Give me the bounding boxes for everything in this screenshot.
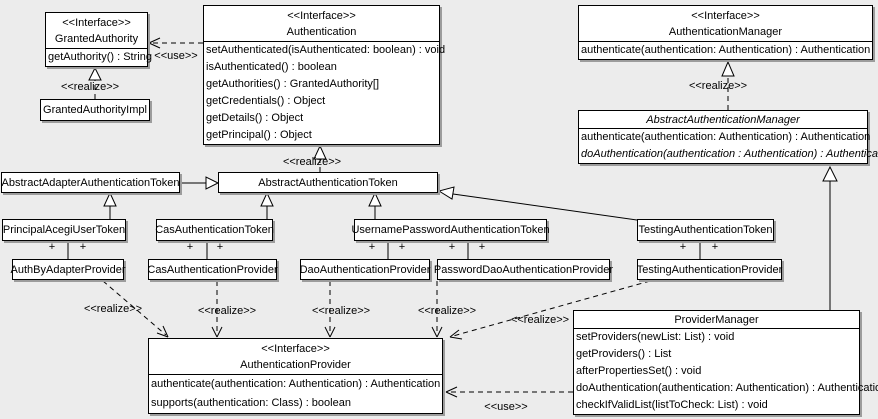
- edge-generalization-providermanager-to-abstractmanager: [822, 165, 838, 310]
- association-plus: +: [478, 241, 486, 253]
- edge-label-realize: <<realize>>: [417, 305, 477, 317]
- class-name: Authentication: [286, 26, 357, 38]
- class-password-dao-authentication-provider[interactable]: PasswordDaoAuthenticationProvider: [433, 259, 614, 280]
- compartment-separator: [149, 374, 442, 375]
- class-name: AbstractAuthenticationToken: [258, 176, 398, 189]
- class-title: <<Interface>> GrantedAuthority: [46, 13, 147, 48]
- edge-label-realize: <<realize>>: [60, 81, 120, 93]
- compartment-separator: [204, 41, 439, 42]
- method-row: doAuthentication(authentication: Authent…: [576, 382, 878, 394]
- class-title: AbstractAuthenticationManager: [579, 111, 867, 128]
- association-plus: +: [448, 241, 456, 253]
- association-plus: +: [216, 241, 224, 253]
- class-granted-authority-impl[interactable]: GrantedAuthorityImpl: [40, 99, 150, 121]
- class-name: GrantedAuthorityImpl: [43, 104, 147, 116]
- edge-generalization-adapter-to-abstract-token: [180, 176, 220, 190]
- class-principal-acegi-user-token[interactable]: PrincipalAcegiUserToken: [2, 219, 126, 241]
- edge-use-providermanager-to-authenticationprovider: [445, 386, 573, 398]
- edge-label-use: <<use>>: [154, 50, 198, 62]
- association-plus: +: [186, 241, 194, 253]
- compartment-separator: [574, 328, 859, 329]
- method-row: authenticate(authentication: Authenticat…: [151, 378, 441, 390]
- compartment-separator: [579, 128, 867, 129]
- association-plus: +: [48, 241, 56, 253]
- class-granted-authority[interactable]: <<Interface>> GrantedAuthority getAuthor…: [45, 12, 152, 67]
- class-name: UsernamePasswordAuthenticationToken: [351, 224, 550, 236]
- edge-use-authentication-to-grantedauthority: [148, 37, 203, 49]
- compartment-separator: [46, 48, 147, 49]
- class-name: GrantedAuthority: [54, 33, 139, 45]
- edge-generalization-usernamepassword-to-abstract-token: [368, 191, 382, 219]
- association-plus: +: [679, 241, 687, 253]
- class-name: ProviderManager: [674, 314, 759, 326]
- edge-label-realize: <<realize>>: [83, 303, 143, 315]
- method-row: getPrincipal() : Object: [206, 129, 312, 141]
- method-row: authenticate(authentication: Authenticat…: [581, 131, 871, 143]
- association-plus: +: [711, 241, 719, 253]
- class-authentication[interactable]: <<Interface>> Authentication setAuthenti…: [203, 5, 446, 145]
- edge-label-realize: <<realize>>: [282, 156, 342, 168]
- class-testing-authentication-token[interactable]: TestingAuthenticationToken: [637, 219, 774, 241]
- class-abstract-authentication-token[interactable]: AbstractAuthenticationToken: [218, 172, 438, 193]
- class-name: CasAuthenticationToken: [155, 224, 274, 236]
- association-plus: +: [368, 241, 376, 253]
- method-row: getProviders() : List: [576, 348, 672, 360]
- method-row: setAuthenticated(isAuthenticated: boolea…: [206, 44, 446, 56]
- association-plus: +: [398, 241, 406, 253]
- class-dao-authentication-provider[interactable]: DaoAuthenticationProvider: [300, 259, 430, 280]
- class-cas-authentication-token[interactable]: CasAuthenticationToken: [155, 219, 274, 241]
- method-row: isAuthenticated() : boolean: [206, 61, 337, 73]
- method-row: afterPropertiesSet() : void: [576, 365, 702, 377]
- class-title: ProviderManager: [574, 311, 859, 328]
- class-name: PasswordDaoAuthenticationProvider: [433, 263, 614, 276]
- stereotype-label: <<Interface>>: [691, 10, 760, 22]
- class-title: <<Interface>> AuthenticationManager: [579, 6, 872, 41]
- class-auth-by-adapter-provider[interactable]: AuthByAdapterProvider: [10, 259, 126, 280]
- method-row: getDetails() : Object: [206, 112, 304, 124]
- method-row: getCredentials() : Object: [206, 95, 326, 107]
- edge-label-use: <<use>>: [484, 401, 528, 413]
- edge-label-realize: <<realize>>: [311, 305, 371, 317]
- class-name: AbstractAuthenticationManager: [646, 114, 800, 126]
- method-row: getAuthorities() : GrantedAuthority[]: [206, 78, 380, 90]
- class-name: TestingAuthenticationProvider: [636, 263, 783, 276]
- method-row: getAuthority() : String: [48, 51, 152, 63]
- class-name: TestingAuthenticationToken: [638, 224, 773, 236]
- class-title: <<Interface>> AuthenticationProvider: [149, 339, 442, 374]
- edge-label-realize: <<realize>>: [688, 80, 748, 92]
- edge-label-realize: <<realize>>: [510, 314, 570, 326]
- class-name: AuthenticationProvider: [240, 359, 351, 371]
- class-provider-manager[interactable]: ProviderManager setProviders(newList: Li…: [573, 310, 878, 415]
- edge-label-realize: <<realize>>: [197, 305, 257, 317]
- edge-generalization-principal-to-adapter: [103, 191, 117, 219]
- method-row: authenticate(authentication: Authenticat…: [581, 44, 871, 56]
- edge-generalization-cas-to-abstract-token: [260, 191, 274, 219]
- class-name: CasAuthenticationProvider: [147, 263, 278, 276]
- class-name: AuthByAdapterProvider: [10, 263, 126, 276]
- class-authentication-manager[interactable]: <<Interface>> AuthenticationManager auth…: [578, 5, 873, 60]
- stereotype-label: <<Interface>>: [287, 10, 356, 22]
- compartment-separator: [579, 41, 872, 42]
- class-abstract-authentication-manager[interactable]: AbstractAuthenticationManager authentica…: [578, 110, 878, 164]
- method-row: checkIfValidList(listToCheck: List) : vo…: [576, 399, 768, 411]
- class-title: <<Interface>> Authentication: [204, 6, 439, 41]
- association-plus: +: [79, 241, 87, 253]
- edge-generalization-testing-to-abstract-token: [437, 186, 638, 221]
- class-name: PrincipalAcegiUserToken: [2, 224, 126, 236]
- class-name: AuthenticationManager: [668, 26, 783, 38]
- class-abstract-adapter-authentication-token[interactable]: AbstractAdapterAuthenticationToken: [1, 172, 180, 193]
- class-authentication-provider[interactable]: <<Interface>> AuthenticationProvider aut…: [148, 338, 443, 414]
- class-cas-authentication-provider[interactable]: CasAuthenticationProvider: [147, 259, 278, 280]
- class-name: DaoAuthenticationProvider: [299, 263, 431, 276]
- method-row: supports(authentication: Class) : boolea…: [151, 397, 351, 409]
- stereotype-label: <<Interface>>: [261, 343, 330, 355]
- class-testing-authentication-provider[interactable]: TestingAuthenticationProvider: [637, 259, 782, 280]
- method-row-abstract: doAuthentication(authentication : Authen…: [581, 148, 878, 160]
- stereotype-label: <<Interface>>: [62, 17, 131, 29]
- class-username-password-authentication-token[interactable]: UsernamePasswordAuthenticationToken: [351, 219, 550, 241]
- method-row: setProviders(newList: List) : void: [576, 331, 735, 343]
- class-name: AbstractAdapterAuthenticationToken: [1, 176, 180, 189]
